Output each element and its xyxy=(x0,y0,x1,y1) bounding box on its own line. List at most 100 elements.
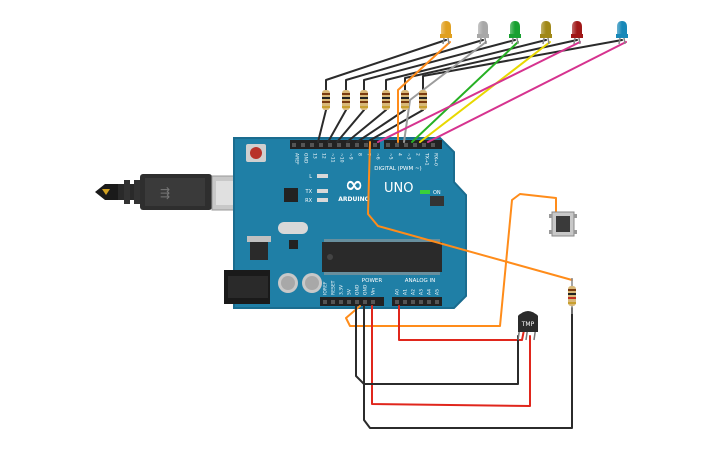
atmega-chip xyxy=(322,239,442,275)
analog-pin-hole[interactable] xyxy=(395,300,399,304)
wire-yellow-led xyxy=(419,41,551,143)
digital-pin-hole[interactable] xyxy=(422,143,426,147)
power-pin-label: 5V xyxy=(347,288,353,295)
analog-pin-label: A5 xyxy=(435,289,441,295)
led[interactable] xyxy=(616,21,628,45)
wire-black-10 xyxy=(346,109,387,143)
digital-pin-hole[interactable] xyxy=(346,143,350,147)
digital-pin-label: 8 xyxy=(357,153,363,156)
led-on-label: ON xyxy=(433,190,441,196)
power-pin-hole[interactable] xyxy=(355,300,359,304)
power-pin-hole[interactable] xyxy=(347,300,351,304)
reset-button[interactable] xyxy=(246,144,266,162)
led[interactable] xyxy=(540,21,552,45)
digital-pin-hole[interactable] xyxy=(431,143,435,147)
led-rx-label: RX xyxy=(305,198,312,204)
wire-orange-button xyxy=(367,141,573,281)
wire-orange-led xyxy=(397,41,451,143)
digital-pin-hole[interactable] xyxy=(301,143,305,147)
digital-pin-label: 2 xyxy=(415,153,421,156)
wire-red-sensor-power xyxy=(371,305,531,407)
power-pin-hole[interactable] xyxy=(331,300,335,304)
power-pin-hole[interactable] xyxy=(371,300,375,304)
power-pin-label: 3.3V xyxy=(339,284,345,295)
wire-orange-power xyxy=(345,193,557,327)
digital-pin-label: 4 xyxy=(397,153,403,156)
digital-pin-hole[interactable] xyxy=(364,143,368,147)
power-pin-hole[interactable] xyxy=(339,300,343,304)
digital-pin-hole[interactable] xyxy=(337,143,341,147)
led-resistor[interactable] xyxy=(382,90,390,110)
digital-pin-hole[interactable] xyxy=(395,143,399,147)
led-l-label: L xyxy=(309,174,312,180)
brand-label: ARDUINO xyxy=(338,196,369,203)
wire-red-sensor-signal xyxy=(398,305,525,341)
digital-pin-label: RX←0 xyxy=(433,153,439,166)
power-pin-hole[interactable] xyxy=(323,300,327,304)
led[interactable] xyxy=(509,21,521,45)
digital-header-label: DIGITAL (PWM ~) xyxy=(374,166,421,172)
led[interactable] xyxy=(440,21,452,45)
digital-pin-label: ~6 xyxy=(375,153,381,160)
led-resistor[interactable] xyxy=(322,90,330,110)
led-resistors[interactable] xyxy=(322,90,427,110)
wire-magenta-led-1 xyxy=(377,41,581,143)
led[interactable] xyxy=(571,21,583,45)
analog-pin-hole[interactable] xyxy=(419,300,423,304)
analog-pin-hole[interactable] xyxy=(411,300,415,304)
led-resistor[interactable] xyxy=(401,90,409,110)
status-leds: L TX RX ON xyxy=(305,174,441,204)
voltage-regulator xyxy=(250,240,268,260)
digital-pin-label: ~11 xyxy=(330,153,336,163)
analog-header-label: ANALOG IN xyxy=(405,278,436,284)
power-header[interactable]: POWER xyxy=(320,278,384,306)
wire-green-led xyxy=(411,41,519,143)
crystal xyxy=(278,222,308,234)
digital-pin-hole[interactable] xyxy=(355,143,359,147)
digital-pin-label: ~3 xyxy=(406,153,412,160)
analog-header[interactable]: ANALOG IN xyxy=(392,278,442,306)
digital-pin-hole[interactable] xyxy=(413,143,417,147)
wire-black-5 xyxy=(404,39,578,93)
power-header-label: POWER xyxy=(362,278,383,284)
wire-black-9 xyxy=(336,109,365,143)
led-resistor[interactable] xyxy=(419,90,427,110)
digital-pin-label: ~9 xyxy=(348,153,354,160)
usb-chip xyxy=(284,188,298,202)
digital-pin-hole[interactable] xyxy=(310,143,314,147)
push-button[interactable] xyxy=(549,211,577,237)
svg-text:∞: ∞ xyxy=(345,173,363,198)
temperature-sensor[interactable]: TMP xyxy=(517,311,538,341)
analog-pin-label: A2 xyxy=(411,289,417,295)
led-array[interactable] xyxy=(440,21,628,45)
digital-pin-hole[interactable] xyxy=(373,143,377,147)
analog-pin-hole[interactable] xyxy=(427,300,431,304)
analog-pin-label: A1 xyxy=(403,289,409,295)
digital-pin-label: ~10 xyxy=(339,153,345,163)
wire-black-sensor-gnd xyxy=(355,305,519,385)
led-resistor[interactable] xyxy=(342,90,350,110)
led[interactable] xyxy=(477,21,489,45)
digital-pin-label: AREF xyxy=(294,153,300,165)
power-pin-hole[interactable] xyxy=(363,300,367,304)
analog-pin-hole[interactable] xyxy=(435,300,439,304)
pulldown-resistor[interactable] xyxy=(568,278,576,314)
digital-pin-label: TX→1 xyxy=(424,152,430,166)
wire-grey-led xyxy=(403,41,487,143)
digital-pin-hole[interactable] xyxy=(328,143,332,147)
wire-black-7 xyxy=(317,109,327,143)
digital-pin-label: ~5 xyxy=(388,153,394,160)
wire-black-12 xyxy=(366,109,424,143)
digital-pin-hole[interactable] xyxy=(319,143,323,147)
digital-pin-hole[interactable] xyxy=(292,143,296,147)
digital-pin-label: GND xyxy=(303,153,309,164)
analog-pin-hole[interactable] xyxy=(403,300,407,304)
digital-pin-hole[interactable] xyxy=(386,143,390,147)
wire-black-4 xyxy=(385,39,547,93)
digital-pin-label: 12 xyxy=(321,153,327,159)
led-resistor[interactable] xyxy=(360,90,368,110)
digital-pin-hole[interactable] xyxy=(404,143,408,147)
